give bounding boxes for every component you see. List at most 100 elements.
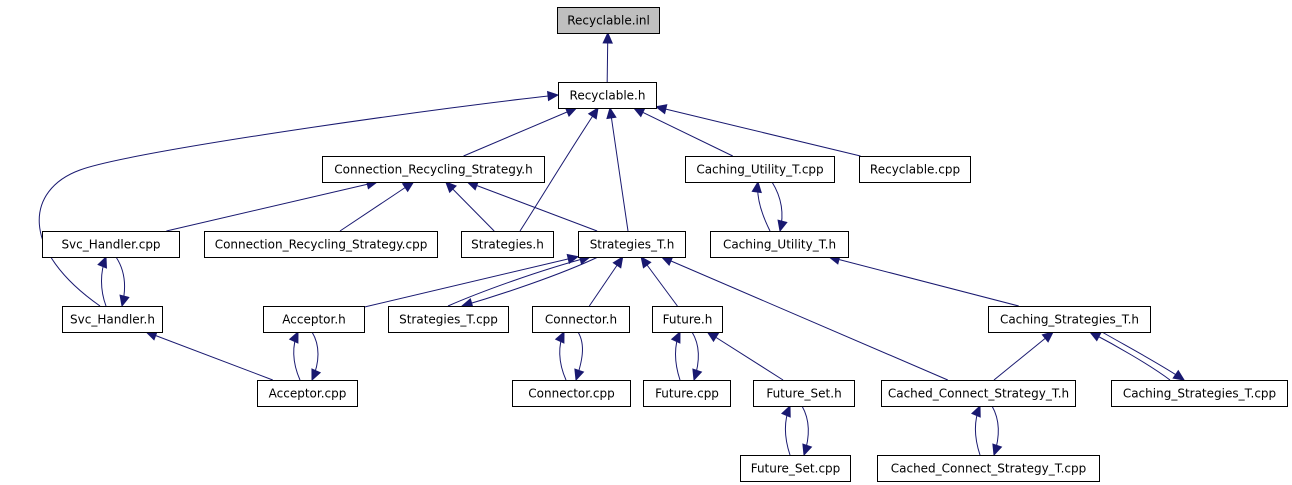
node-box (388, 306, 509, 333)
node-label: Caching_Utility_T.h (723, 238, 836, 252)
node-label: Caching_Strategies_T.h (1000, 313, 1139, 327)
arrowhead (119, 294, 130, 308)
node-label: Strategies.h (471, 238, 544, 252)
graph-edges (38, 31, 1186, 457)
node-acceptor-cpp[interactable]: Acceptor.cpp (257, 380, 358, 407)
edge-svc_handler_h-to-svc_handler_cpp (97, 255, 107, 307)
node-strategies-h[interactable]: Strategies.h (461, 231, 554, 258)
node-box (988, 306, 1151, 333)
edge-connector_h-to-strategies_t_h (588, 255, 624, 307)
node-box (753, 380, 855, 407)
edge-caching_strategies_t_h-to-caching_utility_t_h (828, 254, 1019, 307)
arrowhead (670, 330, 681, 344)
edge-acceptor_cpp-to-acceptor_h (288, 330, 301, 381)
edge-strategies_t_h-to-recyclable_h (606, 106, 629, 232)
node-strategies-t-h[interactable]: Strategies_T.h (578, 231, 686, 258)
node-label: Future_Set.h (766, 387, 841, 401)
node-connector-cpp[interactable]: Connector.cpp (512, 380, 631, 407)
edge-cached_connect_strategy_t_h-to-cached_connect_strategy_t_cpp (991, 405, 1003, 457)
node-caching-utility-t-h[interactable]: Caching_Utility_T.h (710, 231, 849, 258)
node-label: Caching_Utility_T.cpp (696, 163, 823, 177)
node-box (532, 306, 630, 333)
arrowhead (288, 330, 299, 344)
node-label: Connector.cpp (528, 387, 614, 401)
node-caching-strategies-t-cpp[interactable]: Caching_Strategies_T.cpp (1111, 380, 1288, 407)
edge-svc_handler_h-to-recyclable_h (38, 90, 560, 307)
node-label: Strategies_T.cpp (399, 313, 498, 327)
arrowhead (547, 90, 560, 102)
node-label: Future.cpp (655, 387, 719, 401)
edge-recyclable_cpp-to-recyclable_h (654, 104, 861, 157)
edge-connector_h-to-connector_cpp (574, 331, 585, 382)
node-box (322, 156, 545, 183)
node-future-cpp[interactable]: Future.cpp (643, 380, 731, 407)
node-future-h[interactable]: Future.h (652, 306, 723, 333)
node-cached-connect-strategy-t-cpp[interactable]: Cached_Connect_Strategy_T.cpp (877, 455, 1100, 482)
edge-caching_utility_t_cpp-to-recyclable_h (632, 107, 733, 157)
node-strategies-t-cpp[interactable]: Strategies_T.cpp (388, 306, 509, 333)
edge-future_set_h-to-future_h (706, 331, 784, 381)
edge-caching_utility_t_cpp-to-caching_utility_t_h (771, 181, 788, 233)
edge-future_cpp-to-future_h (670, 330, 681, 381)
node-svc-handler-cpp[interactable]: Svc_Handler.cpp (42, 231, 180, 258)
arrowhead (781, 404, 791, 418)
node-conn-recycling-strategy-h[interactable]: Connection_Recycling_Strategy.h (322, 156, 545, 183)
node-label: Svc_Handler.h (70, 313, 155, 327)
node-recyclable-cpp[interactable]: Recyclable.cpp (859, 156, 971, 183)
node-box (558, 82, 657, 109)
node-acceptor-h[interactable]: Acceptor.h (263, 306, 365, 333)
arrowhead (692, 368, 703, 382)
node-cached-connect-strategy-t-h[interactable]: Cached_Connect_Strategy_T.h (881, 380, 1076, 407)
node-connector-h[interactable]: Connector.h (532, 306, 630, 333)
arrowhead (777, 219, 788, 233)
node-label: Caching_Strategies_T.cpp (1123, 387, 1276, 401)
node-box (859, 156, 971, 183)
arrowhead (1088, 331, 1102, 342)
node-caching-strategies-t-h[interactable]: Caching_Strategies_T.h (988, 306, 1151, 333)
arrowhead (1041, 331, 1054, 343)
node-box (1111, 380, 1288, 407)
arrowhead (401, 181, 415, 193)
arrowhead (751, 180, 762, 194)
edge-svc_handler_cpp-to-conn_recycling_strategy_h (166, 179, 379, 232)
edge-strategies_h-to-conn_recycling_strategy_h (444, 181, 495, 232)
edge-caching_utility_t_h-to-caching_utility_t_cpp (751, 180, 771, 232)
arrowhead (632, 107, 646, 118)
node-box (881, 380, 1076, 407)
node-label: Svc_Handler.cpp (61, 238, 160, 252)
node-future-set-cpp[interactable]: Future_Set.cpp (740, 455, 851, 482)
node-label: Connection_Recycling_Strategy.h (334, 163, 532, 177)
node-box (652, 306, 723, 333)
node-label: Future.h (663, 313, 713, 327)
node-label: Acceptor.h (282, 313, 346, 327)
arrowhead (566, 253, 580, 265)
node-recyclable-inl[interactable]: Recyclable.inl (557, 7, 660, 34)
edge-recyclable_h-to-recyclable_inl (602, 31, 613, 83)
edge-caching_strategies_t_h-to-caching_strategies_t_cpp (1101, 331, 1186, 381)
node-future-set-h[interactable]: Future_Set.h (753, 380, 855, 407)
node-box (512, 380, 631, 407)
edge-cached_connect_strategy_t_cpp-to-cached_connect_strategy_t_h (971, 404, 981, 456)
arrowhead (640, 256, 652, 269)
edge-acceptor_h-to-acceptor_cpp (311, 331, 322, 382)
node-box (685, 156, 835, 183)
edge-conn_recycling_strategy_h-to-recyclable_h (463, 107, 578, 157)
node-caching-utility-t-cpp[interactable]: Caching_Utility_T.cpp (685, 156, 835, 183)
node-box (257, 380, 358, 407)
arrowhead (602, 31, 613, 44)
node-box (578, 231, 686, 258)
arrowhead (554, 330, 565, 344)
node-label: Future_Set.cpp (751, 462, 841, 476)
node-label: Acceptor.cpp (269, 387, 347, 401)
graph-nodes: Recyclable.inlRecyclable.hConnection_Rec… (42, 7, 1288, 482)
arrowhead (706, 331, 720, 343)
node-conn-recycling-strategy-cpp[interactable]: Connection_Recycling_Strategy.cpp (204, 231, 438, 258)
edge-strategies_h-to-recyclable_h (519, 106, 599, 232)
arrowhead (311, 368, 322, 382)
edge-conn_recycling_strategy_cpp-to-conn_recycling_strategy_h (339, 181, 415, 232)
node-label: Connection_Recycling_Strategy.cpp (215, 238, 428, 252)
node-recyclable-h[interactable]: Recyclable.h (558, 82, 657, 109)
node-box (877, 455, 1100, 482)
node-svc-handler-h[interactable]: Svc_Handler.h (62, 306, 163, 333)
